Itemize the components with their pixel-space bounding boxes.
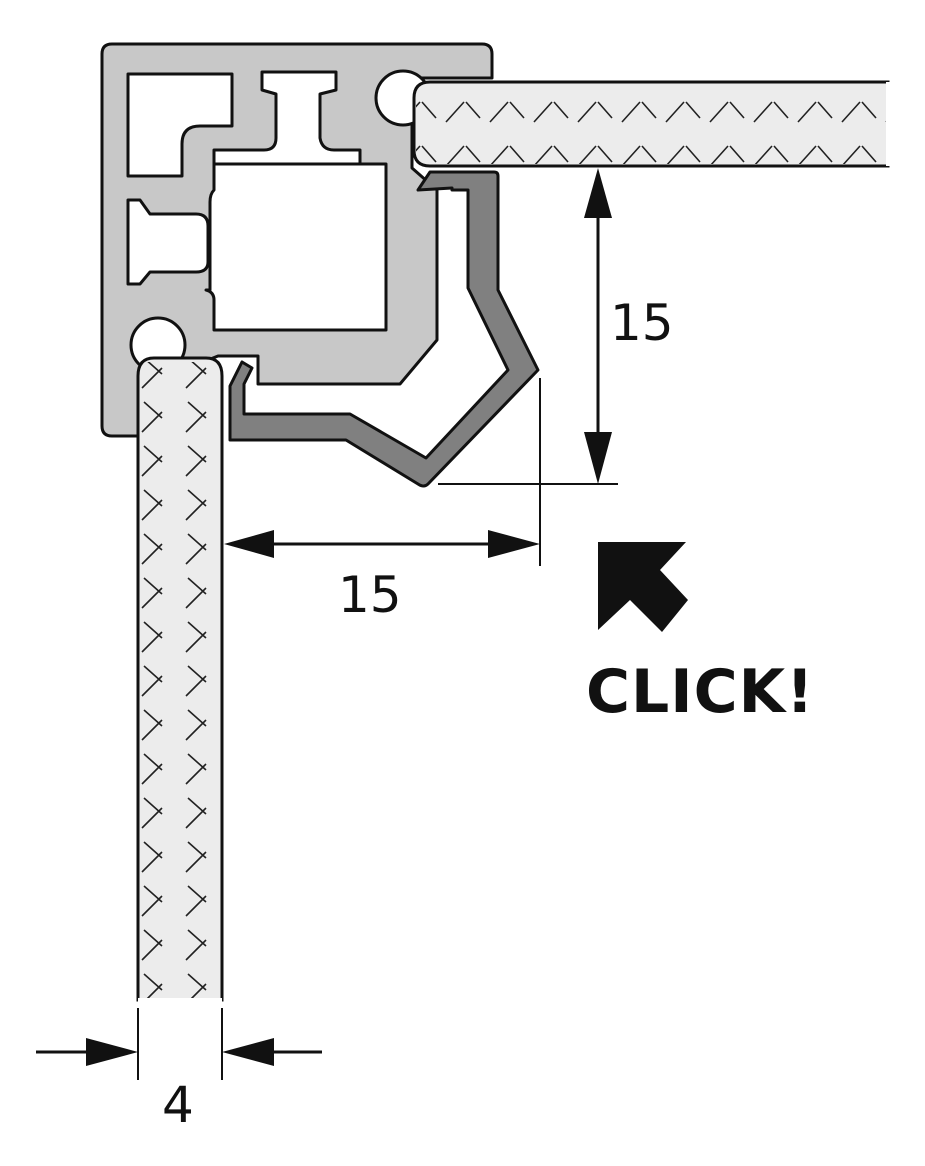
dimension-horizontal: 15	[224, 378, 541, 624]
horizontal-panel	[412, 80, 890, 168]
dimension-thickness-label: 4	[162, 1076, 194, 1134]
dimension-thickness: 4	[36, 1008, 322, 1134]
dimension-vertical: 15	[438, 168, 674, 485]
dimension-vertical-label: 15	[610, 294, 674, 352]
click-label: CLICK!	[586, 657, 814, 727]
dimension-horizontal-label: 15	[338, 566, 402, 624]
vertical-panel	[136, 356, 224, 1002]
corner-clip	[228, 170, 540, 488]
arrow-up-left-icon	[598, 542, 688, 632]
click-callout: CLICK!	[586, 542, 814, 727]
